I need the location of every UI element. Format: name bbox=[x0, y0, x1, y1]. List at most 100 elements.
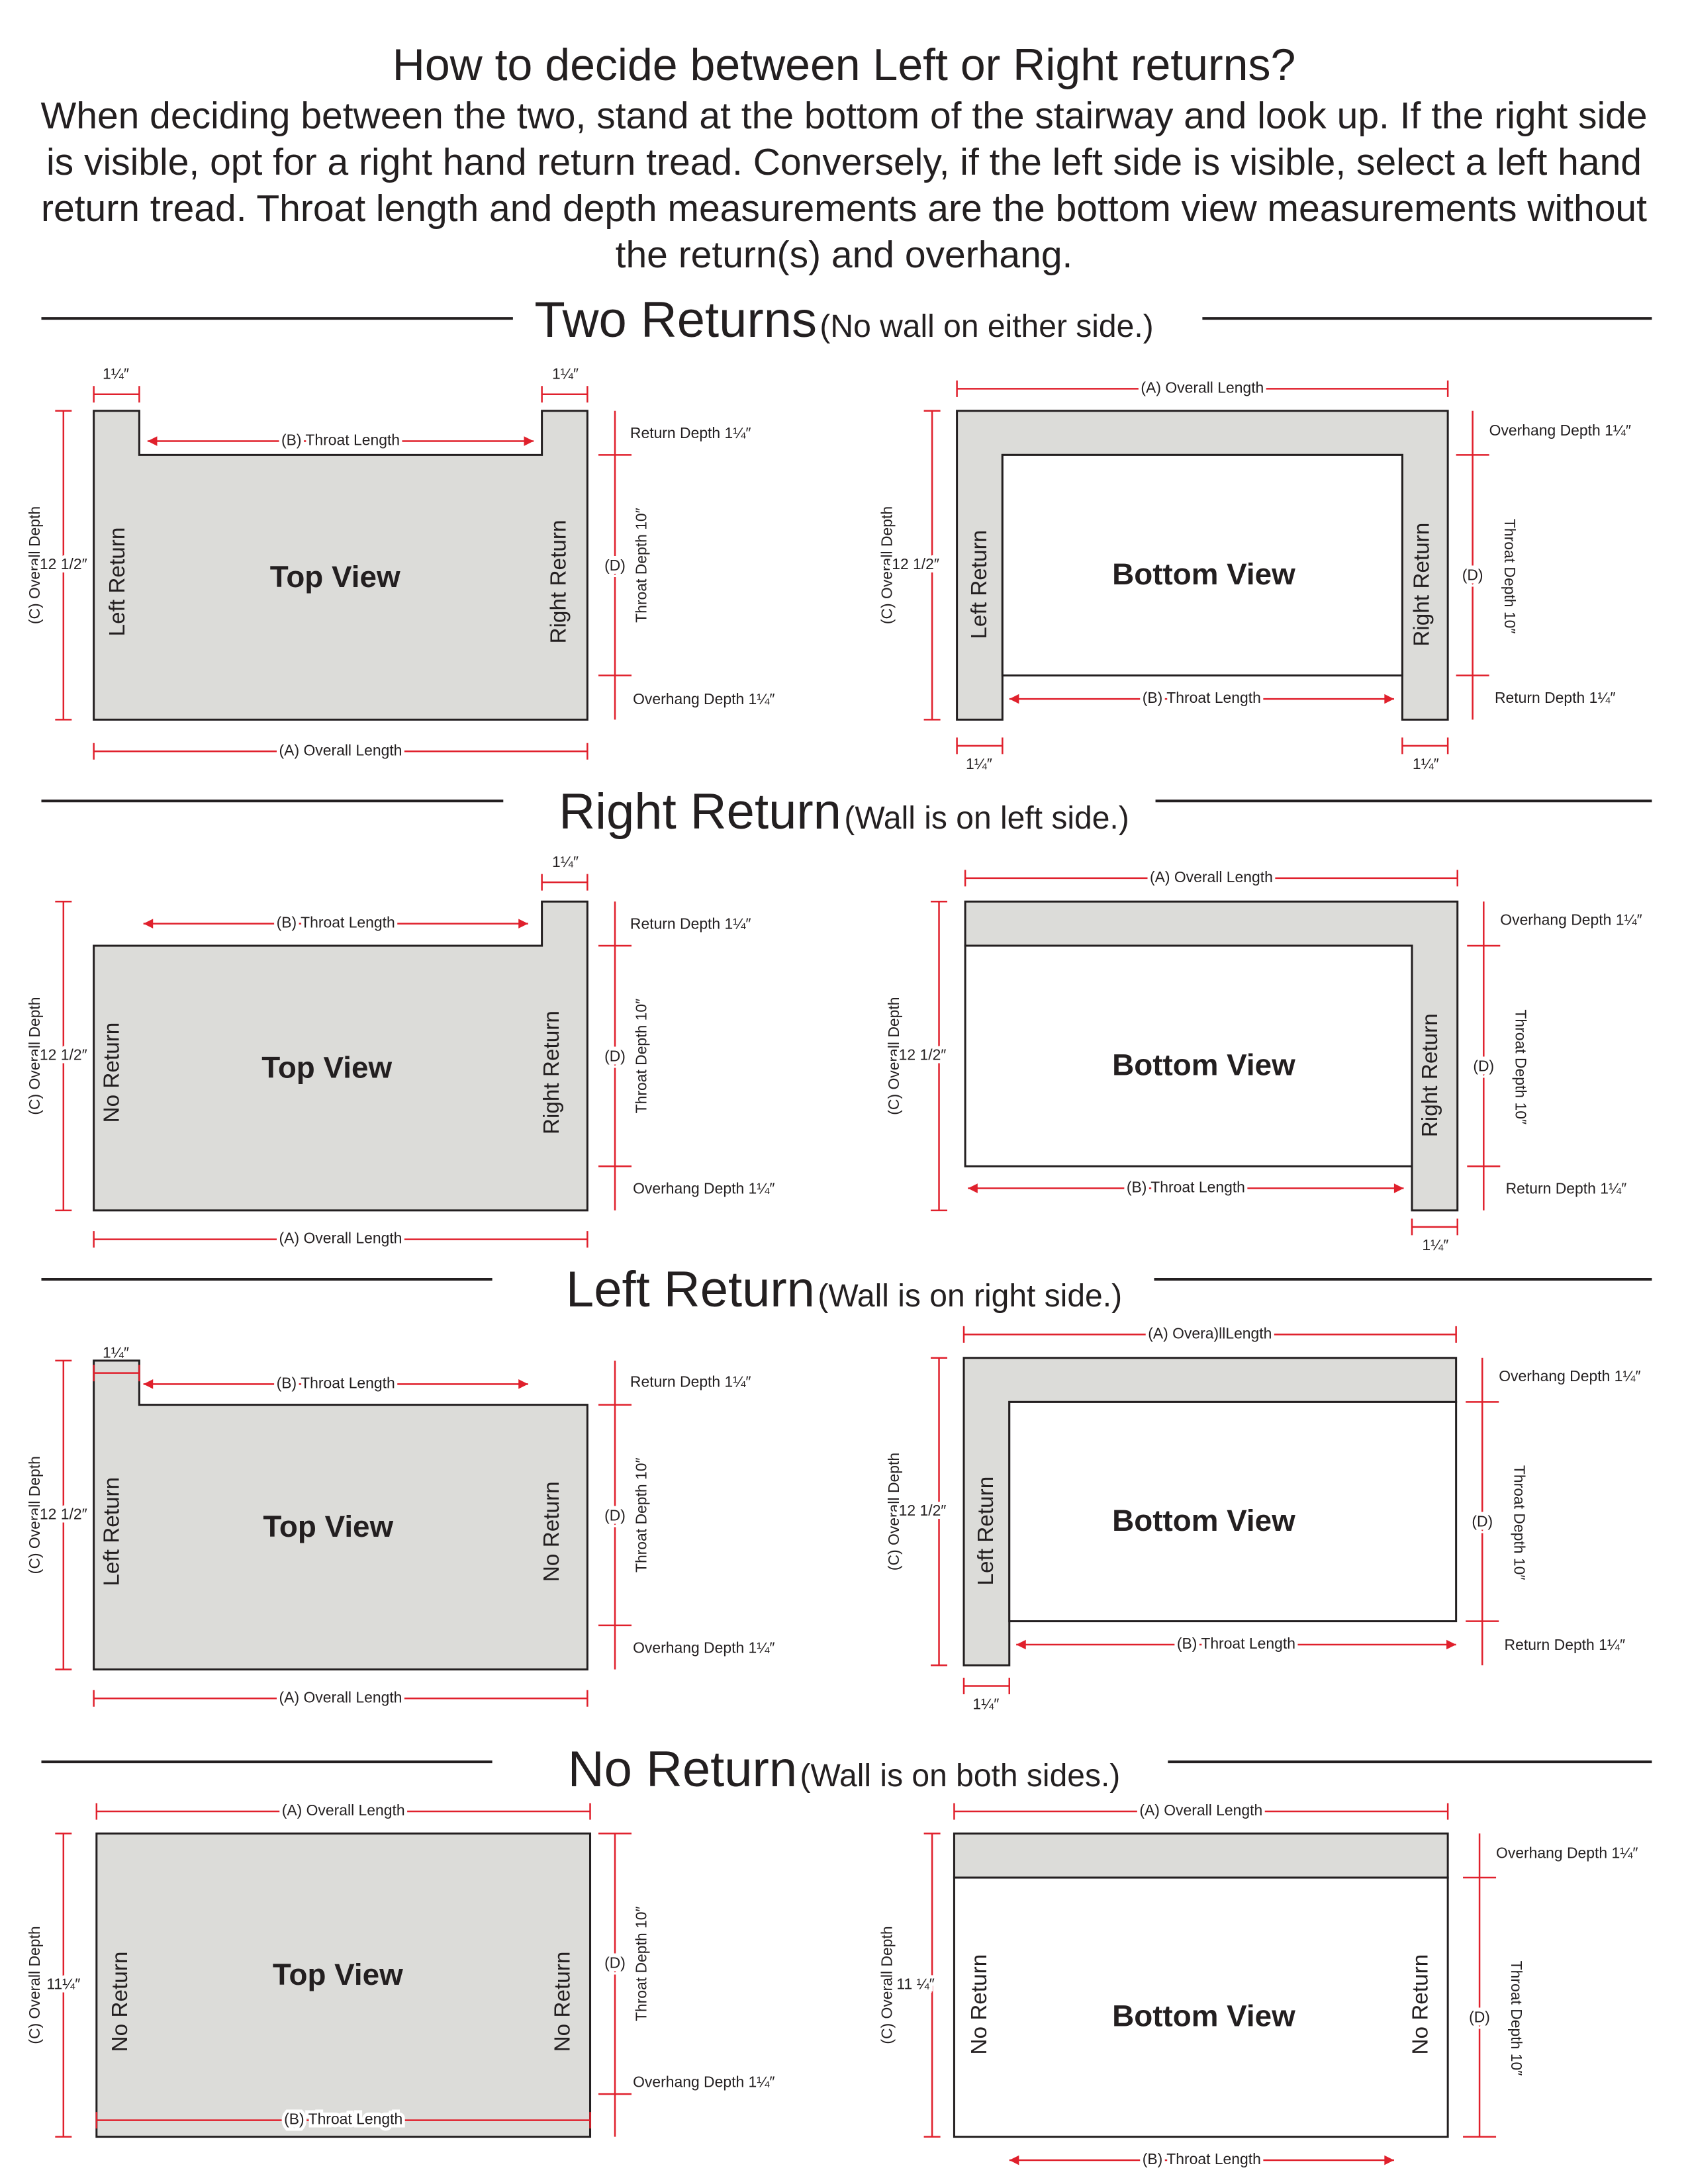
throat-depth-dimension bbox=[598, 901, 632, 1210]
left-side-label: Left Return bbox=[974, 1477, 998, 1586]
dimension-label: (B) Throat Length bbox=[284, 2111, 402, 2128]
throat-depth-label: Throat Depth 10″ bbox=[1508, 1961, 1525, 2076]
overhang-depth-label: Overhang Depth 1¼″ bbox=[633, 1180, 774, 1197]
dimension-label: (A) Overall Length bbox=[279, 1230, 402, 1247]
right-side-label: Right Return bbox=[1409, 523, 1434, 647]
d-label: (D) bbox=[604, 557, 626, 574]
dimension-label: (B) Throat Length bbox=[1177, 1635, 1295, 1652]
d-label: (D) bbox=[1469, 2009, 1490, 2026]
overall-length-dimension: (A) Overall Length bbox=[93, 1685, 588, 1709]
left-return-width-dimension bbox=[956, 737, 1004, 754]
return-depth-label: Return Depth 1¼″ bbox=[1505, 1636, 1626, 1653]
dimension-label: (A) Overall Length bbox=[279, 1688, 402, 1706]
view-label: Bottom View bbox=[1112, 1999, 1295, 2033]
throat-depth-label: Throat Depth 10″ bbox=[633, 999, 650, 1114]
section-note: (Wall is on both sides.) bbox=[800, 1758, 1121, 1794]
right-return-width-label: 1¼″ bbox=[552, 853, 579, 870]
throat-depth-dimension bbox=[1467, 901, 1501, 1210]
view-label: Top View bbox=[273, 1958, 403, 1991]
overall-length-dimension: (A) Overall Length bbox=[93, 1226, 588, 1250]
return-depth-label: Return Depth 1¼″ bbox=[1495, 689, 1616, 706]
arrow-head bbox=[143, 1379, 154, 1389]
dimension-label: (A) Overall Length bbox=[279, 741, 402, 758]
overall-depth-value: 12 1/2″ bbox=[40, 1505, 87, 1522]
throat-depth-dimension bbox=[598, 1833, 632, 2137]
dimension-label: (B) Throat Length bbox=[1127, 1179, 1245, 1196]
d-label: (D) bbox=[1462, 567, 1483, 584]
section-note: (Wall is on left side.) bbox=[844, 801, 1129, 836]
overall-depth-label: (C) Overall Depth bbox=[26, 1926, 43, 2044]
throat-length-dimension: (B) Throat Length bbox=[1016, 1631, 1456, 1655]
left-side-label: No Return bbox=[967, 1954, 992, 2055]
d-label: (D) bbox=[604, 1048, 626, 1065]
arrow-head bbox=[1384, 2155, 1394, 2165]
arrow-head bbox=[1446, 1639, 1456, 1650]
d-label: (D) bbox=[1472, 1513, 1493, 1530]
overall-depth-dimension bbox=[55, 1833, 72, 2138]
overall-depth-dimension bbox=[923, 1833, 941, 2138]
overall-depth-label: (C) Overall Depth bbox=[878, 506, 895, 624]
throat-length-dimension: (B) Throat Length bbox=[1009, 2147, 1394, 2171]
overall-depth-value: 12 1/2″ bbox=[40, 555, 87, 572]
throat-depth-dimension bbox=[598, 410, 632, 720]
section-title: Left Return bbox=[565, 1261, 815, 1318]
view-label: Bottom View bbox=[1112, 1048, 1295, 1081]
right-return-width-label: 1¼″ bbox=[1413, 755, 1439, 772]
overall-depth-value: 11¼″ bbox=[46, 1976, 80, 1993]
dimension-label: (B) Throat Length bbox=[1143, 2150, 1261, 2167]
overall-depth-label: (C) Overall Depth bbox=[26, 506, 43, 624]
overall-length-dimension: (A) Overall Length bbox=[93, 738, 588, 762]
dimension-label: (B) Throat Length bbox=[1143, 689, 1261, 706]
throat-depth-dimension bbox=[1463, 1833, 1497, 2138]
arrow-head bbox=[1384, 694, 1394, 704]
view-label: Bottom View bbox=[1112, 557, 1295, 591]
overall-depth-label: (C) Overall Depth bbox=[885, 997, 902, 1115]
overhang-depth-label: Overhang Depth 1¼″ bbox=[1500, 911, 1642, 928]
arrow-head bbox=[968, 1183, 978, 1193]
overall-depth-label: (C) Overall Depth bbox=[878, 1926, 895, 2044]
overhang-depth-label: Overhang Depth 1¼″ bbox=[1499, 1367, 1640, 1385]
overall-length-dimension: (A) Overa)llLength bbox=[962, 1321, 1457, 1345]
section-header-left-return: Left Return (Wall is on right side.) bbox=[0, 1261, 1688, 1318]
right-return-width-label: 1¼″ bbox=[552, 365, 579, 383]
overall-depth-value: 12 1/2″ bbox=[899, 1046, 947, 1064]
overall-depth-value: 11 ¼″ bbox=[896, 1976, 934, 1993]
tread-top-shape bbox=[93, 900, 588, 1212]
section-header-two-returns: Two Returns (No wall on either side.) bbox=[0, 291, 1688, 349]
right-side-label: No Return bbox=[539, 1481, 564, 1582]
tread-top-shape bbox=[95, 1832, 592, 2138]
bottom-view-diagram: (A) Overa)llLength(B) Throat Length(C) O… bbox=[885, 1321, 1641, 1713]
throat-depth-label: Throat Depth 10″ bbox=[1512, 1009, 1529, 1124]
dimension-label: (A) Overall Length bbox=[282, 1801, 405, 1819]
overall-length-dimension: (A) Overall Length bbox=[964, 865, 1458, 889]
view-label: Top View bbox=[261, 1051, 392, 1085]
left-side-label: No Return bbox=[100, 1023, 124, 1123]
throat-length-dimension: (B) Throat Length bbox=[143, 911, 528, 934]
d-label: (D) bbox=[604, 1954, 626, 1971]
intro-paragraph: When deciding between the two, stand at … bbox=[40, 95, 1648, 276]
left-return-width-label: 1¼″ bbox=[972, 1696, 999, 1713]
overall-depth-dimension bbox=[55, 1359, 72, 1670]
overhang-depth-label: Overhang Depth 1¼″ bbox=[1496, 1844, 1638, 1862]
throat-area bbox=[1001, 453, 1403, 677]
right-return-width-dimension bbox=[1401, 737, 1449, 754]
arrow-head bbox=[143, 919, 154, 929]
overall-depth-label: (C) Overall Depth bbox=[26, 1456, 43, 1574]
section-title: Right Return bbox=[559, 784, 841, 840]
overhang-strip bbox=[953, 1832, 1449, 1879]
view-label: Top View bbox=[263, 1510, 393, 1543]
throat-depth-dimension bbox=[1456, 410, 1489, 720]
throat-depth-label: Throat Depth 10″ bbox=[1501, 519, 1519, 634]
overall-depth-dimension bbox=[55, 901, 72, 1212]
right-return-width-label: 1¼″ bbox=[1422, 1236, 1448, 1253]
left-return-width-dimension bbox=[93, 1365, 140, 1382]
right-return-width-dimension bbox=[541, 874, 588, 891]
overhang-depth-label: Overhang Depth 1¼″ bbox=[633, 1639, 774, 1656]
right-side-label: Right Return bbox=[1418, 1013, 1442, 1137]
dimension-label: (B) Throat Length bbox=[277, 1374, 395, 1391]
throat-depth-dimension bbox=[598, 1360, 632, 1670]
left-return-width-dimension bbox=[93, 386, 140, 403]
